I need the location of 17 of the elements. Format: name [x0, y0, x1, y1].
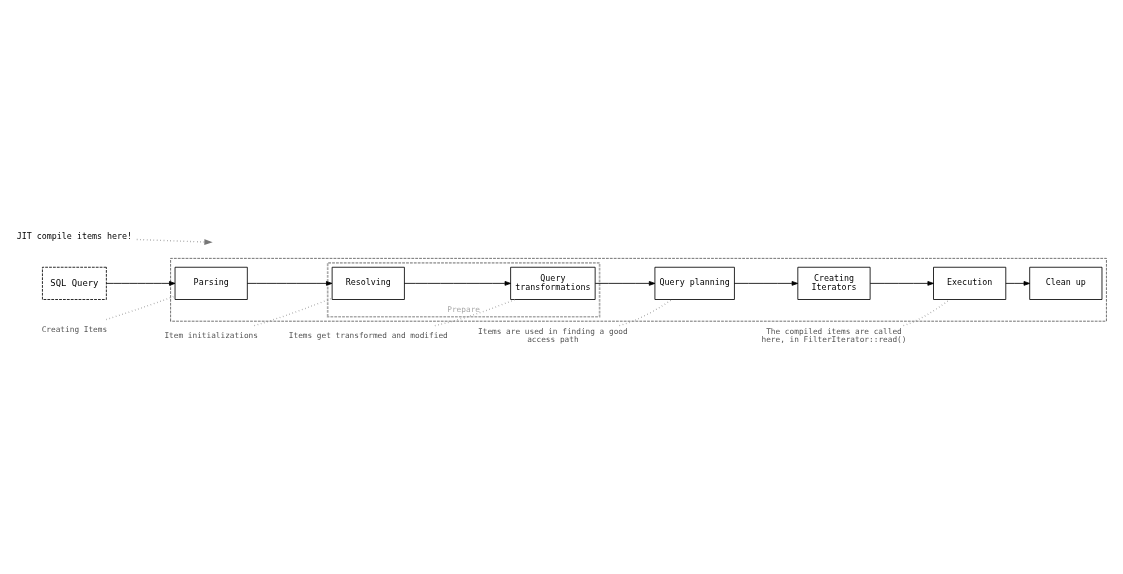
arrow: [246, 281, 333, 286]
connector: [618, 298, 673, 327]
node-box: Execution: [933, 266, 1007, 300]
arrow: [404, 281, 511, 286]
node-box: Parsing: [174, 266, 248, 300]
arrow: [594, 281, 656, 286]
arrow: [1005, 281, 1030, 286]
node-box: Query transformations: [510, 266, 596, 300]
node-text: JIT compile items here!: [16, 231, 133, 242]
node-box: Resolving: [331, 266, 405, 300]
arrow: [734, 281, 799, 286]
node-box: Query planning: [654, 266, 735, 300]
node-box: SQL Query: [42, 266, 107, 300]
node-box: Clean up: [1029, 266, 1103, 300]
node-box: Creating Iterators: [797, 266, 871, 300]
arrow: [106, 281, 176, 286]
arrow: [869, 281, 934, 286]
